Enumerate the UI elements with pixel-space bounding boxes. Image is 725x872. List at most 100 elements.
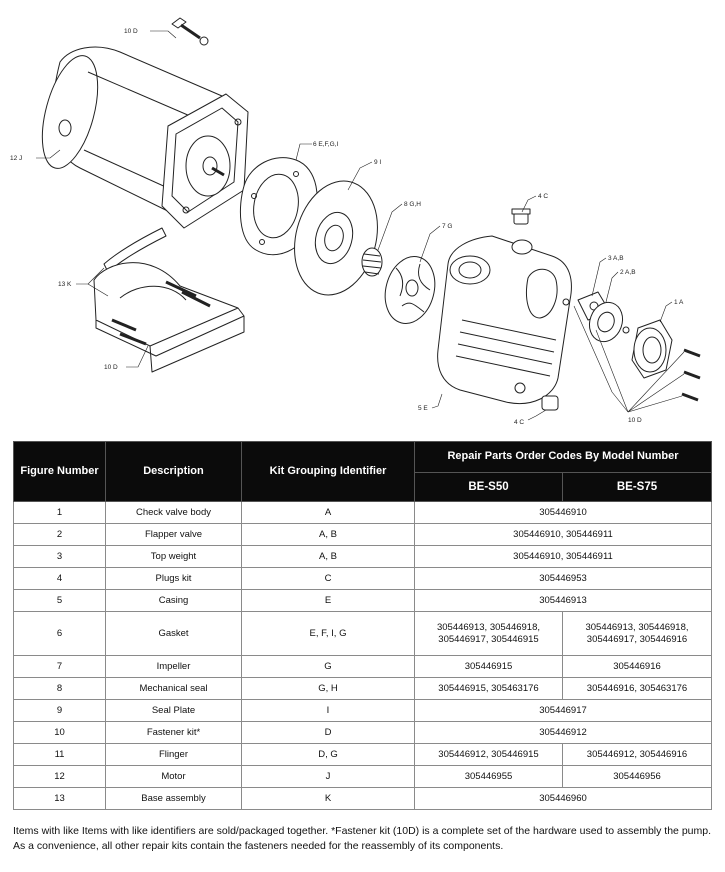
cell-kit-grouping: E bbox=[241, 589, 415, 612]
cell-code-both-models: 305446917 bbox=[414, 699, 712, 722]
cell-code-both-models: 305446953 bbox=[414, 567, 712, 590]
cell-code-model-b: 305446913, 305446918, 305446917, 3054469… bbox=[562, 611, 712, 656]
mechanical-seal bbox=[361, 247, 383, 277]
cell-kit-grouping: K bbox=[241, 787, 415, 810]
cell-kit-grouping: D, G bbox=[241, 743, 415, 766]
callout-5e: 5 E bbox=[418, 405, 428, 412]
cell-description: Fastener kit* bbox=[105, 721, 242, 744]
cell-code-model-a: 305446912, 305446915 bbox=[414, 743, 563, 766]
cell-description: Top weight bbox=[105, 545, 242, 568]
motor-bolt-top bbox=[171, 17, 209, 46]
base-assembly bbox=[93, 262, 245, 373]
cell-description: Gasket bbox=[105, 611, 242, 656]
cell-code-model-b: 305446912, 305446916 bbox=[562, 743, 712, 766]
cell-figure-number: 4 bbox=[13, 567, 106, 590]
header-model-a: BE-S50 bbox=[414, 472, 563, 502]
cell-kit-grouping: G, H bbox=[241, 677, 415, 700]
cell-description: Flinger bbox=[105, 743, 242, 766]
footnote: Items with like Items with like identifi… bbox=[13, 825, 711, 852]
cell-code-model-b: 305446956 bbox=[562, 765, 712, 788]
callout-10d-left: 10 D bbox=[104, 364, 118, 371]
callout-13k: 13 K bbox=[58, 281, 72, 288]
check-valve-body bbox=[631, 319, 673, 379]
cell-code-both-models: 305446960 bbox=[414, 787, 712, 810]
flapper-valve bbox=[588, 301, 624, 343]
cell-description: Flapper valve bbox=[105, 523, 242, 546]
header-repair-codes: Repair Parts Order Codes By Model Number bbox=[414, 441, 712, 473]
header-model-b: BE-S75 bbox=[562, 472, 712, 502]
callout-9: 9 I bbox=[374, 159, 381, 166]
exploded-parts-diagram: 10 D 12 J 6 E,F,G,I 9 I 8 G,H 4 C 7 G 3 … bbox=[10, 17, 701, 426]
header-figure-number: Figure Number bbox=[13, 441, 106, 502]
cell-figure-number: 8 bbox=[13, 677, 106, 700]
callout-8: 8 G,H bbox=[404, 201, 421, 208]
cell-kit-grouping: I bbox=[241, 699, 415, 722]
cell-kit-grouping: C bbox=[241, 567, 415, 590]
motor bbox=[41, 46, 249, 229]
header-kit-grouping: Kit Grouping Identifier bbox=[241, 441, 415, 502]
callout-3: 3 A,B bbox=[608, 255, 624, 262]
plug-top bbox=[511, 208, 531, 225]
cell-kit-grouping: J bbox=[241, 765, 415, 788]
cell-description: Seal Plate bbox=[105, 699, 242, 722]
cell-description: Motor bbox=[105, 765, 242, 788]
header-description: Description bbox=[105, 441, 242, 502]
cell-figure-number: 1 bbox=[13, 501, 106, 524]
cell-description: Impeller bbox=[105, 655, 242, 678]
impeller bbox=[384, 256, 436, 324]
cell-figure-number: 3 bbox=[13, 545, 106, 568]
cell-kit-grouping: E, F, I, G bbox=[241, 611, 415, 656]
flinger bbox=[103, 227, 167, 273]
cell-code-model-b: 305446916 bbox=[562, 655, 712, 678]
cell-kit-grouping: A, B bbox=[241, 545, 415, 568]
leader-lines bbox=[36, 30, 685, 421]
cell-description: Mechanical seal bbox=[105, 677, 242, 700]
callout-10d-right: 10 D bbox=[628, 417, 642, 424]
cell-figure-number: 7 bbox=[13, 655, 106, 678]
cell-code-both-models: 305446913 bbox=[414, 589, 712, 612]
repair-parts-table: Figure Number Description Kit Grouping I… bbox=[13, 441, 712, 810]
cell-description: Check valve body bbox=[105, 501, 242, 524]
callout-6: 6 E,F,G,I bbox=[313, 141, 338, 148]
cell-code-model-a: 305446955 bbox=[414, 765, 563, 788]
cell-code-model-a: 305446915 bbox=[414, 655, 563, 678]
cell-description: Casing bbox=[105, 589, 242, 612]
cell-kit-grouping: A, B bbox=[241, 523, 415, 546]
plug-bottom bbox=[541, 395, 559, 411]
cell-figure-number: 5 bbox=[13, 589, 106, 612]
cell-kit-grouping: D bbox=[241, 721, 415, 744]
cell-figure-number: 11 bbox=[13, 743, 106, 766]
casing bbox=[437, 235, 572, 404]
callout-12j: 12 J bbox=[10, 155, 22, 162]
cell-code-both-models: 305446910, 305446911 bbox=[414, 545, 712, 568]
cell-code-model-a: 305446913, 305446918, 305446917, 3054469… bbox=[414, 611, 563, 656]
callout-4c-top: 4 C bbox=[538, 193, 548, 200]
cell-figure-number: 10 bbox=[13, 721, 106, 744]
cell-figure-number: 13 bbox=[13, 787, 106, 810]
cell-kit-grouping: G bbox=[241, 655, 415, 678]
callout-2: 2 A,B bbox=[620, 269, 636, 276]
cell-code-both-models: 305446910 bbox=[414, 501, 712, 524]
callout-1: 1 A bbox=[674, 299, 684, 306]
cell-kit-grouping: A bbox=[241, 501, 415, 524]
cell-code-model-a: 305446915, 305463176 bbox=[414, 677, 563, 700]
callout-10d-top: 10 D bbox=[124, 28, 138, 35]
cell-code-both-models: 305446912 bbox=[414, 721, 712, 744]
cell-figure-number: 6 bbox=[13, 611, 106, 656]
cell-figure-number: 2 bbox=[13, 523, 106, 546]
cell-figure-number: 9 bbox=[13, 699, 106, 722]
cell-figure-number: 12 bbox=[13, 765, 106, 788]
